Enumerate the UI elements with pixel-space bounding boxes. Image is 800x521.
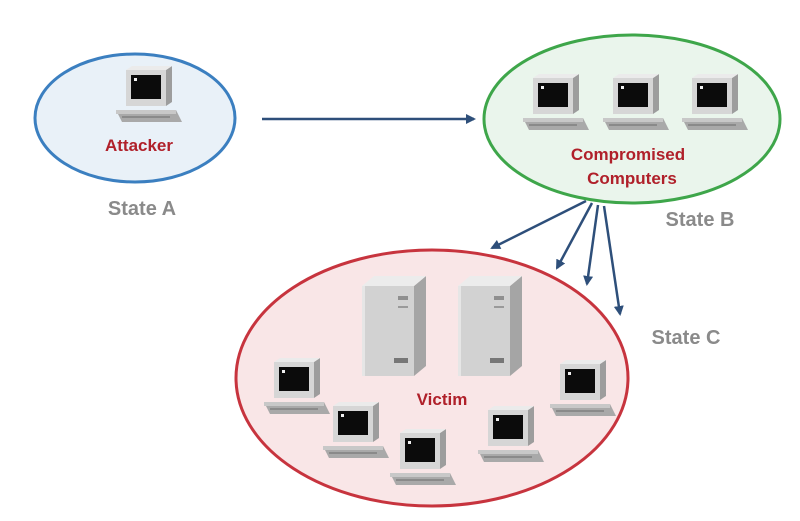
state-b-label: State B	[666, 209, 735, 231]
server-tower-icon	[362, 276, 426, 376]
arrow-compromised-to-victim-4	[602, 205, 624, 316]
compromised-label-line1: Compromised	[571, 145, 685, 164]
attacker-label: Attacker	[105, 136, 173, 155]
arrow-compromised-to-victim-3	[583, 204, 600, 286]
state-a-label: State A	[108, 198, 176, 220]
victim-label: Victim	[417, 390, 468, 409]
compromised-computers-node: Compromised Computers	[482, 33, 782, 205]
arrow-compromised-to-victim-2	[555, 202, 594, 270]
server-tower-icon	[458, 276, 522, 376]
attacker-node: Attacker	[33, 52, 237, 184]
arrow-compromised-to-victim-1	[490, 199, 587, 250]
victim-node: Victim	[234, 248, 630, 508]
compromised-label-line2: Computers	[587, 169, 677, 188]
state-c-label: State C	[652, 327, 721, 349]
flow-arrows	[262, 114, 624, 316]
